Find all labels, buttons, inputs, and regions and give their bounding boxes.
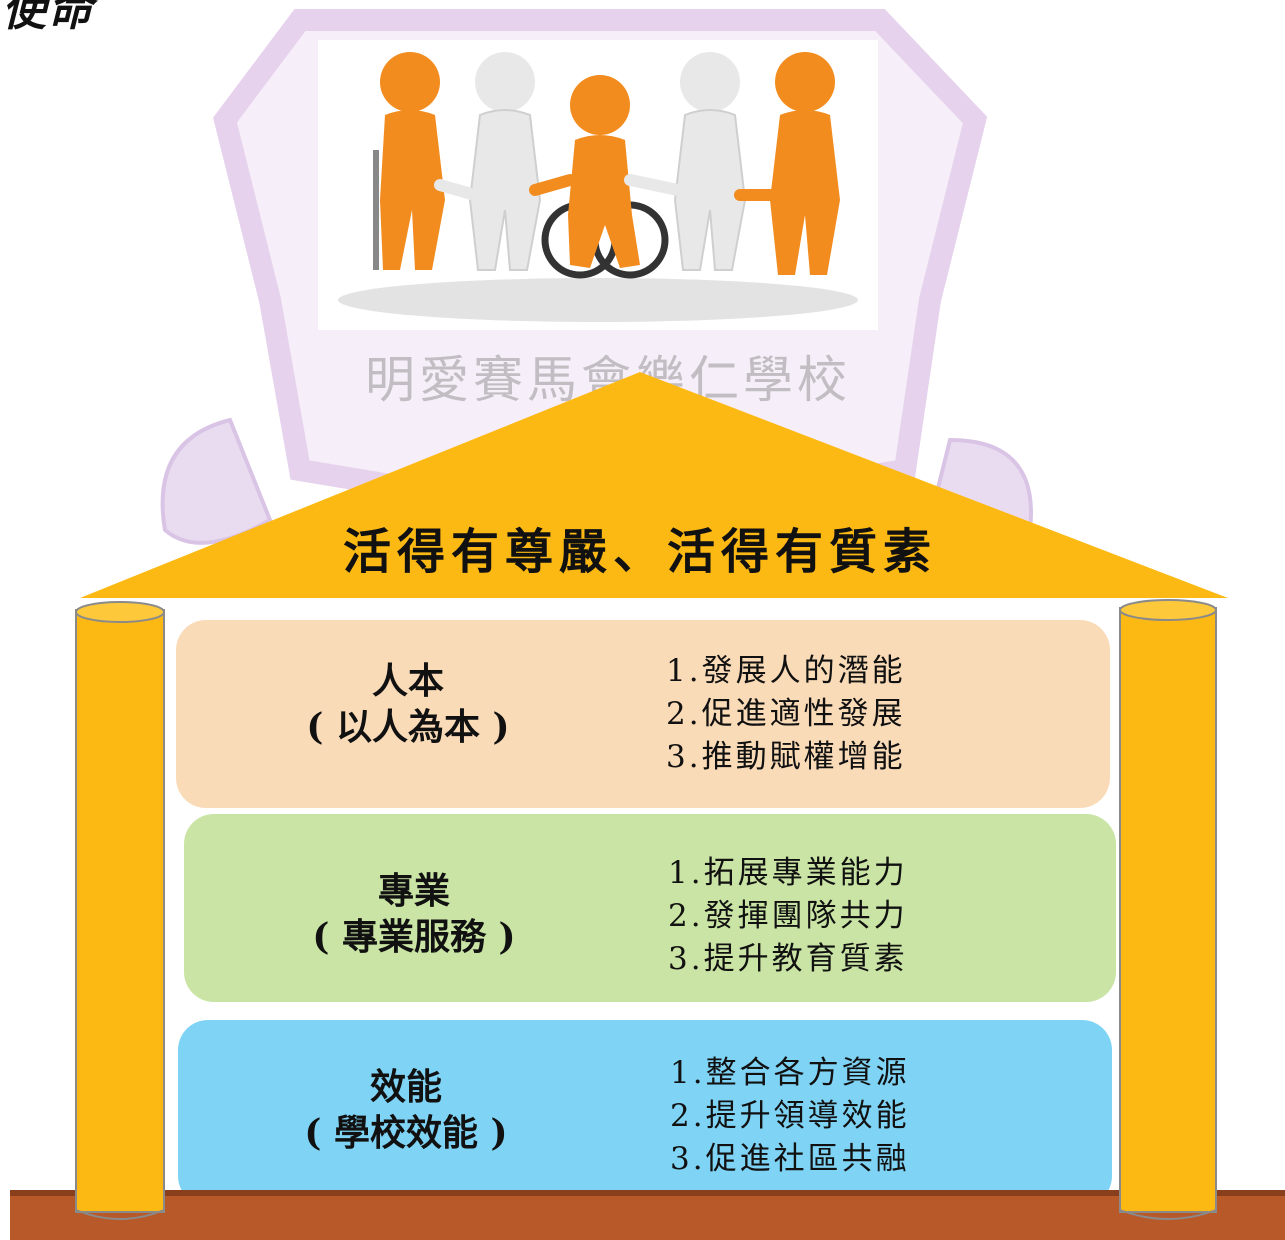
band-people-oriented — [176, 620, 1110, 808]
band-title: 專業 — [377, 870, 450, 912]
band-heading: 專業 ( 專業服務 ) — [184, 868, 644, 960]
people-holding-hands-icon — [373, 52, 840, 279]
band-subtitle: ( 學校效能 ) — [304, 1112, 508, 1154]
band-point: 2.提升領導效能 — [670, 1098, 910, 1134]
page-title: 使命 — [2, 0, 94, 36]
band-effectiveness — [178, 1020, 1112, 1206]
band-point: 3.促進社區共融 — [670, 1141, 910, 1177]
band-point: 1.發展人的潛能 — [666, 653, 906, 689]
band-point: 2.促進適性發展 — [666, 696, 906, 732]
band-heading: 人本 ( 以人為本 ) — [178, 658, 638, 750]
motto: 活得有尊嚴、活得有質素 — [342, 524, 937, 580]
band-points: 1.整合各方資源 2.提升領導效能 3.促進社區共融 — [670, 1052, 990, 1181]
band-subtitle: ( 以人為本 ) — [306, 706, 510, 748]
band-point: 3.推動賦權增能 — [666, 739, 906, 775]
band-points: 1.發展人的潛能 2.促進適性發展 3.推動賦權增能 — [666, 650, 986, 779]
band-professional — [184, 814, 1116, 1002]
ground — [10, 1192, 1285, 1240]
band-point: 2.發揮團隊共力 — [668, 898, 908, 934]
band-point: 1.整合各方資源 — [670, 1055, 910, 1091]
band-heading: 效能 ( 學校效能 ) — [176, 1064, 636, 1156]
pillar-left — [75, 601, 165, 1220]
band-points: 1.拓展專業能力 2.發揮團隊共力 3.提升教育質素 — [668, 852, 988, 981]
band-title: 效能 — [369, 1066, 442, 1108]
band-title: 人本 — [371, 660, 444, 702]
ground-edge — [10, 1190, 1285, 1196]
band-subtitle: ( 專業服務 ) — [312, 916, 516, 958]
band-point: 1.拓展專業能力 — [668, 855, 908, 891]
pillar-right — [1119, 599, 1217, 1220]
band-point: 3.提升教育質素 — [668, 941, 908, 977]
